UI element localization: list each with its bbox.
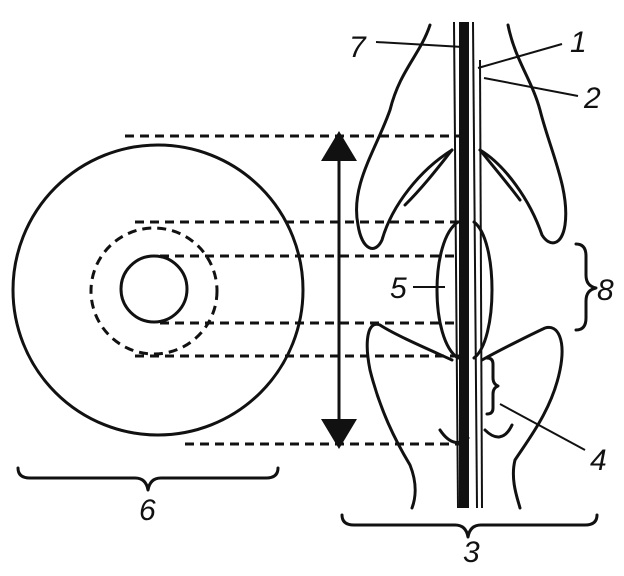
axolemma-line: [479, 59, 483, 509]
label-4: 4: [590, 444, 607, 477]
longitudinal-section: [355, 21, 568, 510]
label-1: 1: [570, 26, 587, 59]
myelin-lower-left: [365, 322, 454, 510]
label-6: 6: [139, 494, 156, 527]
outer-circle: [11, 143, 305, 437]
inner-circle: [119, 254, 189, 324]
label-5: 5: [390, 272, 407, 305]
leader-2: [483, 77, 579, 97]
axon-core: [459, 22, 469, 508]
brace-8: [574, 242, 598, 332]
myelin-upper-inner: [403, 148, 522, 207]
projection-lines: [125, 134, 462, 446]
cross-section: [11, 143, 305, 437]
axon-right-edge: [472, 21, 478, 509]
myelin-upper-left: [355, 23, 454, 250]
myelin-upper-right: [478, 23, 568, 245]
label-7: 7: [349, 31, 367, 64]
dashed-middle-circle: [89, 226, 219, 356]
brace-4: [485, 356, 500, 416]
label-3: 3: [463, 536, 480, 569]
brace-6: [16, 466, 280, 492]
label-8: 8: [597, 274, 614, 307]
axon-left-edge: [453, 21, 459, 509]
myelin-lower-right: [480, 325, 564, 510]
leader-4: [499, 403, 586, 451]
label-2: 2: [583, 82, 601, 115]
leader-1: [477, 43, 563, 69]
leader-7: [375, 41, 464, 48]
brace-3: [340, 513, 599, 539]
